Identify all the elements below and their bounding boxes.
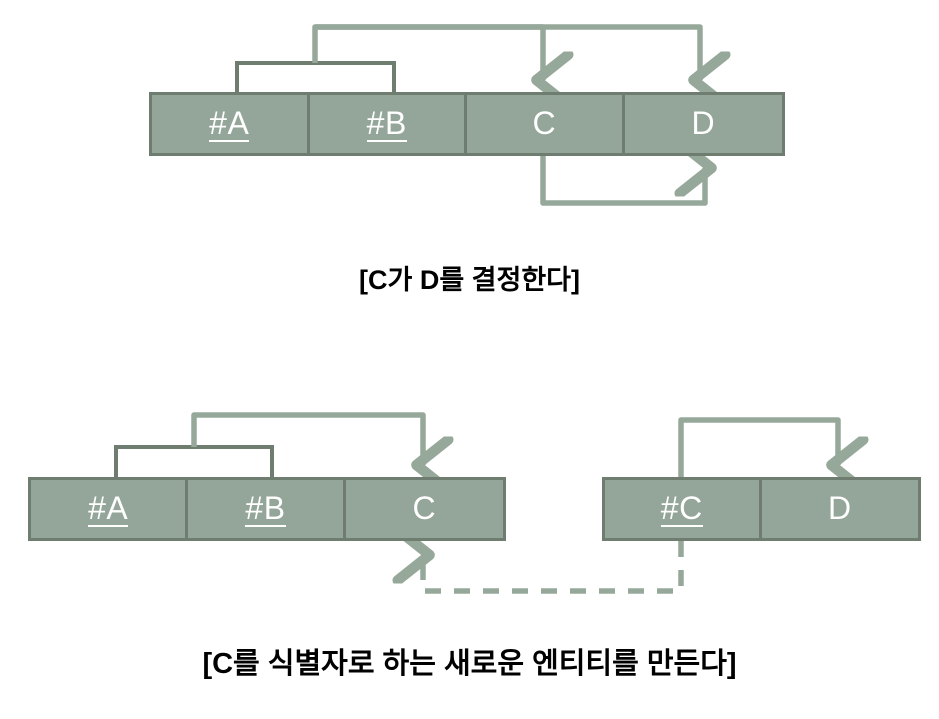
attribute-cell[interactable]: C [467, 95, 625, 153]
bracket-ab-top [235, 61, 396, 97]
bracket-ab-bottom [114, 445, 274, 482]
attribute-label: C [412, 490, 437, 526]
attribute-cell[interactable]: #B [309, 95, 467, 153]
entity-bottom-left[interactable]: #A #B C [28, 477, 506, 541]
caption-second: [C를 식별자로 하는 새로운 엔티티를 만든다] [202, 648, 737, 680]
attribute-label: D [827, 490, 852, 526]
attribute-label: #B [366, 104, 407, 142]
attribute-cell[interactable]: #A [152, 95, 310, 153]
attribute-cell[interactable]: D [761, 480, 918, 538]
arrow-c-to-d-top [540, 156, 705, 206]
attribute-cell[interactable]: D [624, 95, 782, 153]
attribute-label: #C [660, 489, 703, 527]
attribute-label: D [691, 105, 716, 141]
attribute-label: #A [88, 489, 129, 527]
attribute-label: #A [209, 104, 250, 142]
attribute-label: #B [245, 489, 286, 527]
attribute-label: C [532, 105, 557, 141]
arrow-ab-to-d-top [315, 24, 700, 80]
attribute-cell[interactable]: #A [31, 480, 189, 538]
attribute-cell[interactable]: C [345, 480, 503, 538]
attribute-cell[interactable]: #C [605, 480, 762, 538]
dashed-link-hashc-to-c [423, 541, 684, 594]
entity-top[interactable]: #A #B C D [149, 92, 785, 156]
caption-first: [C가 D를 결정한다] [358, 265, 581, 295]
entity-bottom-right[interactable]: #C D [602, 477, 921, 541]
attribute-cell[interactable]: #B [188, 480, 346, 538]
arrow-ab-to-c-bottom [191, 412, 423, 465]
arrow-hashc-to-d [678, 417, 838, 480]
arrow-ab-to-c-top [312, 24, 543, 80]
